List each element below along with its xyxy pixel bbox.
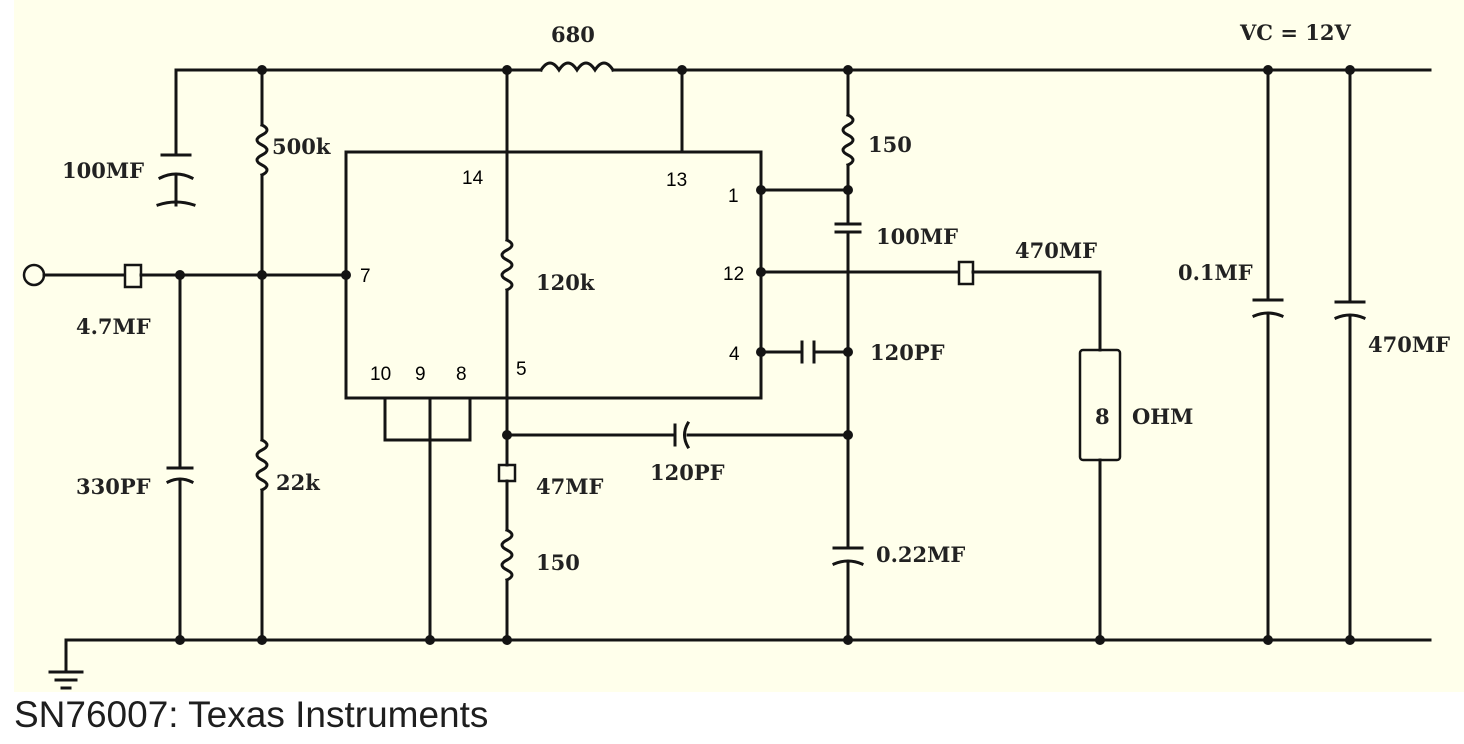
pin-7: 7 (360, 266, 371, 287)
label-speaker-unit: OHM (1132, 404, 1193, 429)
pin-14: 14 (462, 168, 484, 189)
label-c-100mf-left: 100MF (62, 158, 144, 183)
cap-input-box (123, 263, 143, 289)
resistor-500k (255, 122, 269, 178)
cap-47mf-box (497, 463, 517, 483)
label-c-input: 4.7MF (76, 314, 151, 339)
resistor-150-top (841, 112, 855, 168)
pin-9: 9 (415, 364, 426, 385)
label-c-120pf-fb: 120PF (650, 460, 725, 485)
pin-12: 12 (723, 264, 744, 285)
input-terminal[interactable] (22, 263, 46, 287)
label-c-47mf: 47MF (536, 474, 603, 499)
resistor-120k (500, 237, 514, 293)
label-speaker: 8 (1095, 404, 1110, 429)
label-c-0-22mf: 0.22MF (876, 542, 965, 567)
ground-icon (48, 670, 84, 690)
pin-5: 5 (516, 359, 527, 380)
label-c-0-1mf: 0.1MF (1178, 260, 1253, 285)
label-r-22k: 22k (276, 470, 320, 495)
pin-4: 4 (729, 344, 740, 365)
label-r-150-top: 150 (868, 132, 912, 157)
pin-13: 13 (666, 170, 687, 191)
resistor-22k (255, 437, 269, 493)
pin-10: 10 (370, 364, 391, 385)
amplifier-schematic: VC = 12V 680 100MF 500k 150 100MF 470MF … (22, 20, 1450, 690)
label-inductor: 680 (551, 22, 595, 47)
label-supply: VC = 12V (1239, 20, 1351, 45)
cap-470mf-out-box (957, 260, 975, 286)
label-r-150-bottom: 150 (536, 550, 580, 575)
label-c-100mf-right: 100MF (876, 224, 958, 249)
label-c-330pf: 330PF (76, 474, 151, 499)
label-r-120k: 120k (536, 270, 595, 295)
inductor-680 (538, 61, 616, 73)
label-c-120pf-pin4: 120PF (870, 340, 945, 365)
figure-caption: SN76007: Texas Instruments (14, 694, 489, 735)
schematic-panel: VC = 12V 680 100MF 500k 150 100MF 470MF … (14, 0, 1464, 692)
pin-1: 1 (728, 186, 739, 207)
junction-dots (175, 65, 1355, 645)
pin-8: 8 (456, 364, 467, 385)
resistor-150-bottom (500, 527, 514, 583)
label-c-470mf-out: 470MF (1015, 238, 1097, 263)
label-r-500k: 500k (272, 134, 331, 159)
label-c-470mf-bulk: 470MF (1368, 332, 1450, 357)
